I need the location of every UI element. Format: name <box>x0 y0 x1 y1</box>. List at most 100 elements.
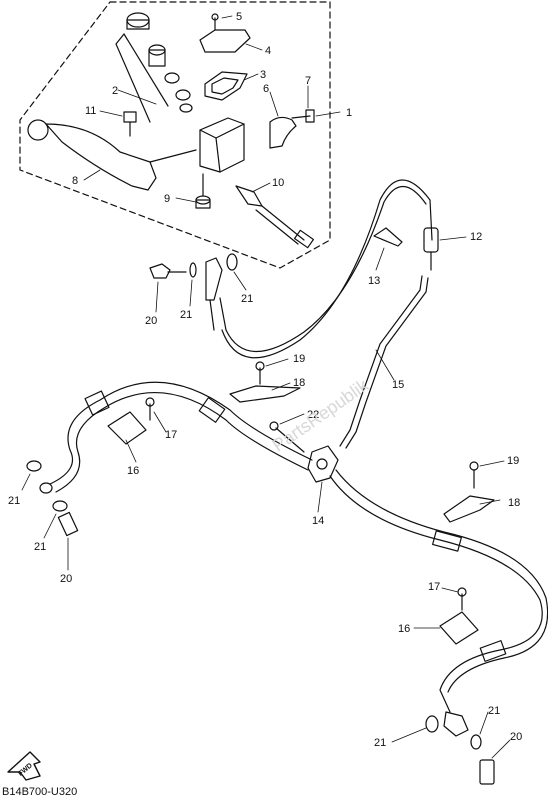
cylinder-body-part <box>199 117 245 173</box>
fwd-label: FWD <box>17 762 34 778</box>
lever-nut-body <box>195 199 211 209</box>
callout-labels: 5 4 3 7 6 2 11 1 8 9 10 12 13 15 20 21 2… <box>8 11 522 749</box>
watermark: PartsRepublik <box>269 374 373 455</box>
banjo-fitting-left <box>39 482 53 494</box>
callout-1: 1 <box>346 107 352 119</box>
callout-4: 4 <box>265 45 271 57</box>
hose-clamp-16a <box>107 411 147 445</box>
brake-hose-left <box>49 381 313 485</box>
piston-body <box>148 49 166 67</box>
banjo-fitting-bottom <box>443 711 469 737</box>
callout-21f: 21 <box>374 737 386 749</box>
seal-cap-body <box>126 19 150 30</box>
reservoir-cap-part <box>199 29 251 53</box>
callout-18a: 18 <box>293 377 305 389</box>
callout-8: 8 <box>72 175 78 187</box>
diaphragm-part <box>204 71 248 101</box>
switch-wire-b <box>255 209 299 245</box>
callout-7: 7 <box>305 75 311 87</box>
holder-bolt-part <box>291 115 311 119</box>
washer-top-b <box>226 253 238 271</box>
banjo-fitting-top <box>205 257 223 301</box>
brake-hose-upper-b <box>225 185 427 353</box>
bracket-18a <box>229 385 301 403</box>
holder-bolt-head <box>305 109 315 123</box>
hose-sleeve-right-b <box>479 640 507 662</box>
cylinder-edge <box>199 129 217 139</box>
switch-connector <box>293 229 315 249</box>
callout-bracket-2b <box>123 33 169 107</box>
callout-19a: 19 <box>293 353 305 365</box>
hose-clamp-16b <box>439 611 479 645</box>
cylinder-edge2 <box>215 123 245 139</box>
three-way-joint-14 <box>307 445 339 483</box>
brake-hose-left-b <box>55 391 309 493</box>
callout-15: 15 <box>392 379 404 391</box>
callout-22: 22 <box>307 409 319 421</box>
washer-bottom-b <box>470 734 482 750</box>
callout-bracket-2 <box>115 33 151 123</box>
callout-21e: 21 <box>488 705 500 717</box>
cup-part <box>164 72 180 84</box>
brake-hose-right <box>329 475 543 713</box>
callout-21a: 21 <box>180 309 192 321</box>
hose-sleeve-left <box>84 390 110 416</box>
callout-12: 12 <box>470 231 482 243</box>
callout-20c: 20 <box>510 731 522 743</box>
callout-13: 13 <box>368 275 380 287</box>
top-fitting-group <box>149 253 238 331</box>
callout-17a: 17 <box>165 429 177 441</box>
brake-pipe-15 <box>339 275 423 447</box>
joint-bolt-22 <box>275 427 305 453</box>
hose-sleeve-right <box>432 530 462 552</box>
brake-hose-upper <box>221 179 433 359</box>
callout-11: 11 <box>85 105 96 117</box>
washer-bottom-a <box>425 715 439 733</box>
callout-14: 14 <box>312 515 324 527</box>
callout-16b: 16 <box>398 623 410 635</box>
washer-top-a <box>189 262 197 278</box>
leader-lines <box>21 15 511 759</box>
callout-3: 3 <box>260 69 266 81</box>
joint-bolt-22-head <box>269 421 279 431</box>
fwd-arrow-icon <box>7 751 41 781</box>
brake-lever-part <box>45 123 157 191</box>
callout-17b: 17 <box>428 581 440 593</box>
hose-top-a <box>209 299 215 331</box>
callout-10: 10 <box>272 177 284 189</box>
callout-21b: 21 <box>241 293 253 305</box>
callout-21d: 21 <box>34 541 46 553</box>
lever-ball-end <box>27 119 49 141</box>
callout-20b: 20 <box>60 573 72 585</box>
callout-2: 2 <box>112 85 118 97</box>
callout-18b: 18 <box>508 497 520 509</box>
diagram-code: B14B700-U320 <box>2 786 77 798</box>
holder-clamp-part <box>269 116 297 149</box>
cap-screw-head <box>211 13 219 21</box>
banjo-bolt-bottom <box>479 759 495 785</box>
hose-clip-13 <box>373 227 403 247</box>
banjo-bolt-left <box>57 511 79 537</box>
brake-pipe-15-b <box>345 277 429 449</box>
hose-top-b <box>219 297 227 331</box>
master-cylinder-group <box>27 12 315 249</box>
clamp-bolt-17a-head <box>145 397 155 407</box>
bracket-18b <box>443 495 495 523</box>
callout-9: 9 <box>164 193 170 205</box>
pivot-bolt-part <box>123 111 137 123</box>
spring-part <box>175 89 191 101</box>
joint-14-center <box>316 458 328 470</box>
diaphragm-inner <box>211 77 239 95</box>
callout-21c: 21 <box>8 495 20 507</box>
hose-sleeve-mid <box>198 397 226 423</box>
callout-5: 5 <box>236 11 242 23</box>
cylinder-edge3 <box>215 137 221 173</box>
banjo-bolt-head-top <box>149 263 171 279</box>
cup2-part <box>179 103 193 113</box>
bracket-bolt-19b-head <box>469 461 479 471</box>
washer-left-b <box>52 500 68 512</box>
brake-hose-right-b <box>335 469 548 693</box>
callout-19b: 19 <box>507 455 519 467</box>
